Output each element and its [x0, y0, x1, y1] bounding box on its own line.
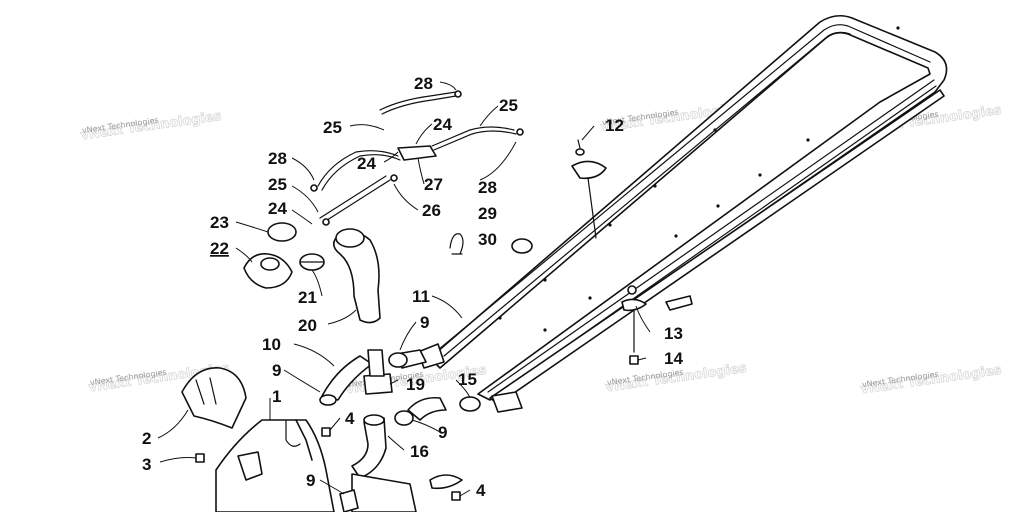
callout-12: 12 [605, 116, 624, 135]
filler-neck [243, 222, 325, 289]
callout-4: 4 [345, 409, 355, 428]
callout-13: 13 [664, 324, 683, 343]
callout-24: 24 [268, 199, 287, 218]
callout-1: 1 [272, 387, 281, 406]
leader-lines [157, 81, 651, 497]
callout-20: 20 [298, 316, 317, 335]
callout-11: 11 [412, 287, 430, 306]
callout-26: 26 [422, 201, 441, 220]
rivet-dots [498, 26, 900, 332]
callout-24: 24 [433, 115, 452, 134]
callout-9: 9 [272, 361, 281, 380]
callout-2: 2 [142, 429, 151, 448]
callout-9: 9 [438, 423, 447, 442]
callout-25: 25 [499, 96, 518, 115]
callout-29: 29 [478, 204, 497, 223]
callout-14: 14 [664, 349, 683, 368]
callout-19: 19 [406, 375, 425, 394]
callout-24: 24 [357, 154, 376, 173]
callout-9: 9 [420, 313, 429, 332]
hose-15 [394, 396, 481, 426]
shield-2 [181, 367, 247, 429]
callout-30: 30 [478, 230, 497, 249]
hose-16 [351, 414, 387, 479]
callout-23: 23 [210, 213, 229, 232]
callouts: 28 25 25 24 24 28 25 27 26 28 24 29 30 2… [142, 74, 683, 500]
fastener-13-14 [621, 285, 647, 365]
thermostat-housing [363, 349, 393, 395]
small-screws [195, 427, 463, 501]
callout-10: 10 [262, 335, 281, 354]
callout-25: 25 [268, 175, 287, 194]
clips-29-30 [449, 233, 533, 255]
upper-hoses [310, 90, 524, 226]
housing-1 [215, 419, 417, 512]
callout-16: 16 [410, 442, 429, 461]
callout-28: 28 [268, 149, 287, 168]
callout-3: 3 [142, 455, 151, 474]
callout-22: 22 [210, 239, 229, 258]
hose-20 [332, 228, 381, 324]
callout-27: 27 [424, 175, 443, 194]
heat-exchanger-rail [417, 14, 948, 413]
callout-4: 4 [476, 481, 486, 500]
callout-28: 28 [414, 74, 433, 93]
callout-25: 25 [323, 118, 342, 137]
callout-28: 28 [478, 178, 497, 197]
callout-21: 21 [298, 288, 317, 307]
bracket-12 [571, 139, 607, 239]
callout-9: 9 [306, 471, 315, 490]
callout-15: 15 [458, 370, 477, 389]
